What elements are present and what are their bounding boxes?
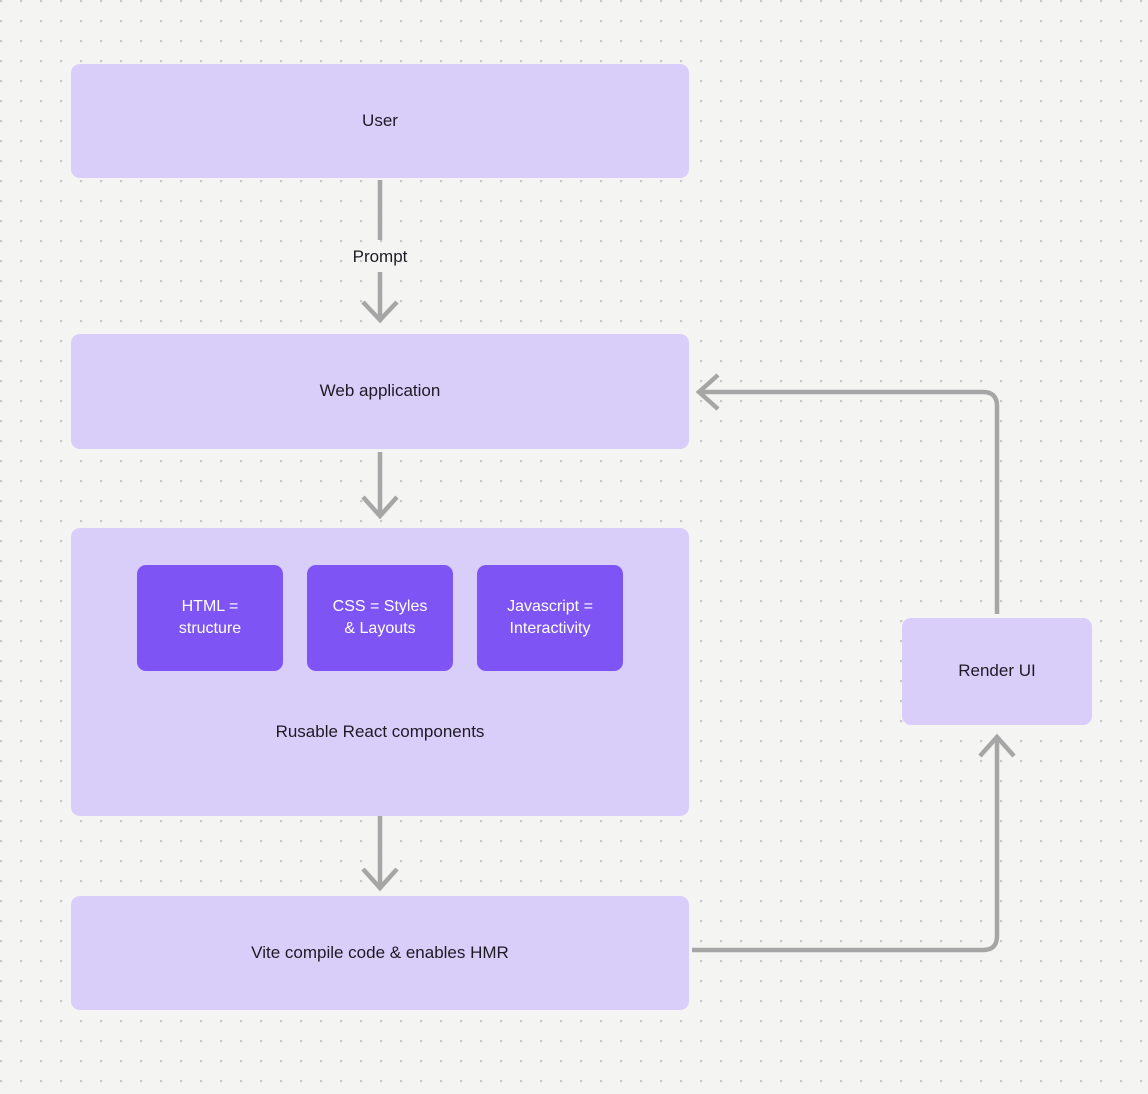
node-vite-label: Vite compile code & enables HMR bbox=[251, 942, 509, 962]
node-render-ui-label: Render UI bbox=[958, 661, 1036, 681]
node-html-label: HTML = structure bbox=[179, 596, 241, 639]
node-javascript[interactable]: Javascript = Interactivity bbox=[477, 565, 623, 671]
edge-web-application-to-components[interactable] bbox=[361, 452, 399, 520]
node-css-line1: CSS = Styles bbox=[332, 598, 428, 616]
node-web-application-label: Web application bbox=[319, 381, 441, 401]
node-render-ui[interactable]: Render UI bbox=[902, 618, 1092, 725]
node-web-application[interactable]: Web application bbox=[71, 334, 689, 449]
node-css-label: CSS = Styles & Layouts bbox=[333, 596, 428, 639]
edge-components-to-vite[interactable] bbox=[361, 816, 399, 892]
edge-vite-to-render-ui[interactable] bbox=[692, 733, 1016, 953]
node-javascript-label: Javascript = Interactivity bbox=[507, 596, 593, 639]
node-html-line2: structure bbox=[178, 620, 242, 637]
node-css-line2: & Layouts bbox=[344, 620, 416, 637]
edge-label-prompt: Prompt bbox=[352, 247, 408, 266]
edge-render-ui-to-web-application[interactable] bbox=[695, 373, 1000, 614]
node-javascript-line1: Javascript = bbox=[507, 598, 593, 616]
node-user[interactable]: User bbox=[71, 64, 689, 178]
node-components-group[interactable]: HTML = structure CSS = Styles & Layouts … bbox=[71, 528, 689, 816]
node-css[interactable]: CSS = Styles & Layouts bbox=[307, 565, 453, 671]
node-vite[interactable]: Vite compile code & enables HMR bbox=[71, 896, 689, 1010]
node-html[interactable]: HTML = structure bbox=[137, 565, 283, 671]
node-html-line1: HTML = bbox=[181, 598, 239, 616]
node-javascript-line2: Interactivity bbox=[509, 620, 591, 637]
node-user-label: User bbox=[362, 110, 398, 130]
node-components-group-caption: Rusable React components bbox=[275, 722, 485, 741]
